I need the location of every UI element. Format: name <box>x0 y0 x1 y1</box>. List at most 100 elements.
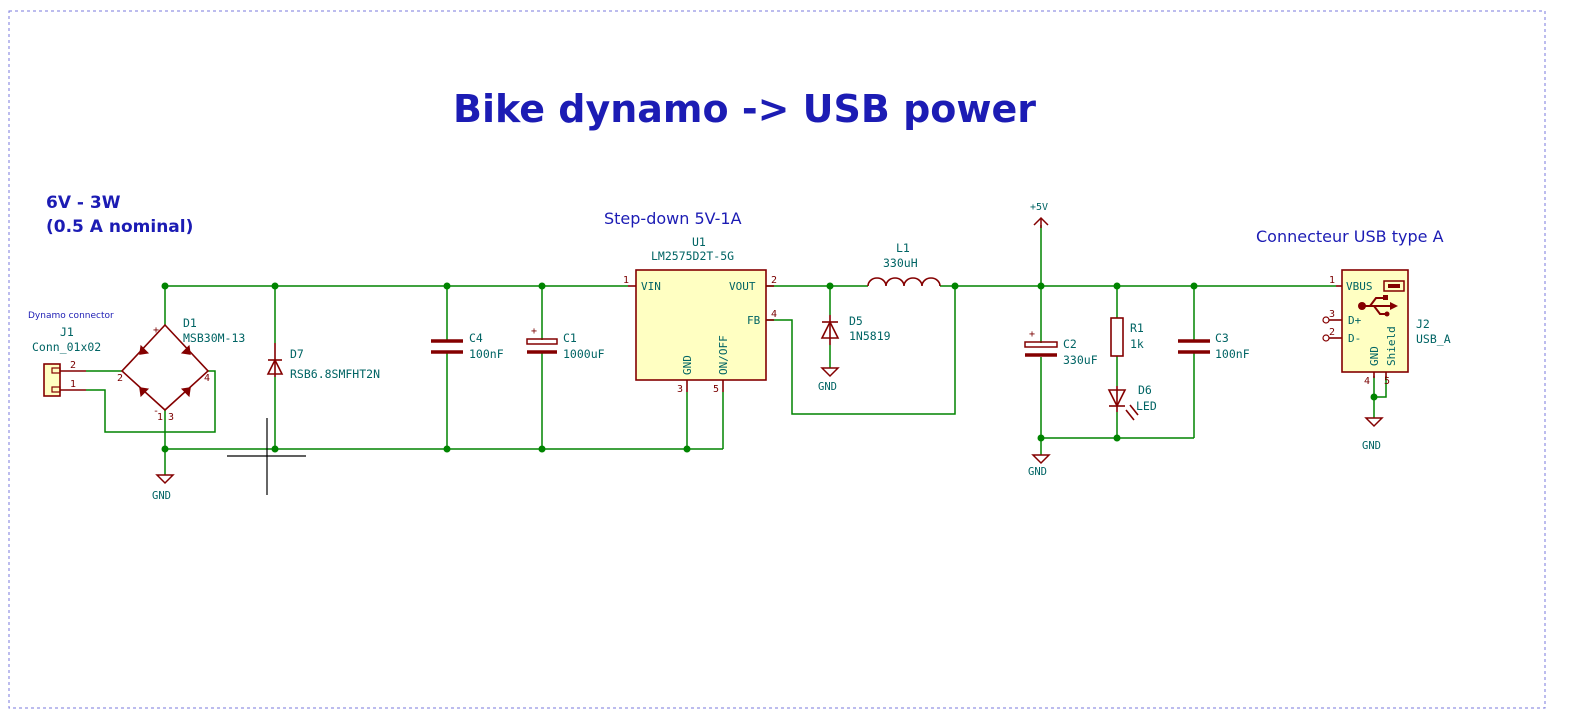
d6-light-arrow <box>1125 409 1135 421</box>
junction-dot <box>683 445 691 453</box>
crosshair-cursor <box>227 418 306 495</box>
sheet-frame <box>8 10 1546 709</box>
u1-value: LM2575D2T-5G <box>651 249 734 263</box>
r1-reference: R1 <box>1130 321 1144 335</box>
l1-reference: L1 <box>896 241 910 255</box>
d1-diode-glyphs <box>139 344 191 398</box>
l1-coil <box>867 277 941 287</box>
usb-connector-note: Connecteur USB type A <box>1256 227 1444 246</box>
c1-reference: C1 <box>563 331 577 345</box>
c2-reference: C2 <box>1063 337 1077 351</box>
c3-reference: C3 <box>1215 331 1229 345</box>
junction-dot <box>1190 282 1198 290</box>
junction-dot <box>1370 393 1378 401</box>
u1-vout-label: VOUT <box>729 280 756 293</box>
capacitor-c3[interactable]: C3 100nF <box>1178 331 1250 361</box>
gnd-symbol-bridge[interactable]: GND <box>152 474 175 502</box>
usb-trident-icon <box>1358 295 1398 317</box>
j1-value: Conn_01x02 <box>32 340 101 354</box>
inductor-l1[interactable]: L1 330uH <box>867 241 941 287</box>
junction-dot <box>1113 282 1121 290</box>
l1-value: 330uH <box>883 256 918 270</box>
c4-value: 100nF <box>469 347 504 361</box>
wire-j1-pin1 <box>86 370 216 433</box>
gnd-label: GND <box>152 490 171 502</box>
gnd-icon <box>1364 417 1384 428</box>
wire-feedback <box>766 286 956 415</box>
capacitor-c4[interactable]: C4 100nF <box>431 331 504 361</box>
power-note-line1: 6V - 3W <box>46 193 121 213</box>
d1-pin4-number: 4 <box>204 373 210 384</box>
u1-pin5-number: 5 <box>713 384 719 395</box>
j1-pin1-contact <box>51 386 61 393</box>
wire-j2-gnd-shield <box>1373 376 1387 398</box>
gnd-symbol-usb[interactable]: GND <box>1362 417 1384 452</box>
capacitor-c2[interactable]: + C2 330uF <box>1024 329 1098 367</box>
junction-dot <box>271 282 279 290</box>
gnd-label: GND <box>1028 466 1047 478</box>
d1-pin1-number: 1 <box>157 412 163 423</box>
j1-body <box>43 363 61 397</box>
gnd-icon <box>820 367 840 378</box>
j2-shield-label: Shield <box>1385 326 1398 366</box>
junction-dot <box>1037 282 1045 290</box>
u1-pin4-number: 4 <box>771 309 777 320</box>
c1-plus-marker: + <box>531 326 537 337</box>
j2-dminus-label: D- <box>1348 332 1361 345</box>
junction-dot <box>161 282 169 290</box>
tvs-diode-d7[interactable]: D7 RSB6.8SMFHT2N <box>266 343 380 381</box>
connector-j1[interactable]: 2 1 J1 Conn_01x02 <box>32 325 101 397</box>
c2-plate-top <box>1024 341 1058 348</box>
c1-plate-top <box>526 338 558 345</box>
d7-value: RSB6.8SMFHT2N <box>290 367 380 381</box>
junction-dot <box>538 445 546 453</box>
j1-pin1-number: 1 <box>70 379 76 390</box>
d1-pin3-number: 3 <box>168 412 174 423</box>
c1-value: 1000uF <box>563 347 605 361</box>
d7-reference: D7 <box>290 347 304 361</box>
j2-pin2-number: 2 <box>1329 327 1335 338</box>
j2-vbus-label: VBUS <box>1346 280 1373 293</box>
j2-pin3-number: 3 <box>1329 309 1335 320</box>
regulator-u1[interactable]: VIN VOUT FB GND ON/OFF 1 2 4 3 5 U1 LM25… <box>623 235 777 395</box>
plus5v-power-symbol[interactable]: +5V <box>1030 202 1049 228</box>
j2-value: USB_A <box>1416 332 1451 346</box>
junction-dot <box>271 445 279 453</box>
d1-diode-glyph <box>139 387 150 398</box>
j2-gnd-label: GND <box>1368 346 1381 366</box>
junction-dot <box>826 282 834 290</box>
dynamo-connector-note: Dynamo connector <box>28 311 114 321</box>
led-d6[interactable]: D6 LED <box>1107 383 1157 421</box>
j2-reference: J2 <box>1416 317 1430 331</box>
u1-body <box>635 269 767 381</box>
c2-plus-marker: + <box>1029 329 1035 340</box>
power-note-line2: (0.5 A nominal) <box>46 217 193 237</box>
j1-reference: J1 <box>60 325 74 339</box>
diode-d5[interactable]: D5 1N5819 <box>820 314 891 345</box>
u1-gnd-label: GND <box>681 355 694 375</box>
d6-value: LED <box>1136 399 1157 413</box>
schematic-title: Bike dynamo -> USB power <box>453 87 1036 131</box>
resistor-r1[interactable]: R1 1k <box>1110 317 1144 357</box>
j2-usb-port-icon <box>1383 280 1405 292</box>
d6-reference: D6 <box>1138 383 1152 397</box>
usb-connector-j2[interactable]: VBUS D+ D- GND Shield 1 3 2 4 5 J2 USB_A <box>1322 269 1451 387</box>
bridge-rectifier-d1[interactable]: + - 2 4 1 3 D1 MSB30M-13 <box>117 316 245 423</box>
j1-pin2-contact <box>51 367 61 374</box>
c3-value: 100nF <box>1215 347 1250 361</box>
junction-dot <box>161 445 169 453</box>
gnd-symbol-output[interactable]: GND <box>1028 454 1051 478</box>
junction-dot <box>1037 434 1045 442</box>
gnd-icon <box>155 474 175 485</box>
j2-pin1-number: 1 <box>1329 275 1335 286</box>
j2-pin4-number: 4 <box>1364 376 1370 387</box>
gnd-symbol-d5[interactable]: GND <box>818 367 840 393</box>
r1-body <box>1110 317 1124 357</box>
capacitor-c1[interactable]: + C1 1000uF <box>526 326 605 361</box>
d1-diode-glyph <box>180 344 191 355</box>
d1-pin2-number: 2 <box>117 373 123 384</box>
d1-reference: D1 <box>183 316 197 330</box>
gnd-icon <box>1031 454 1051 465</box>
j2-pin5-number: 5 <box>1384 376 1390 387</box>
